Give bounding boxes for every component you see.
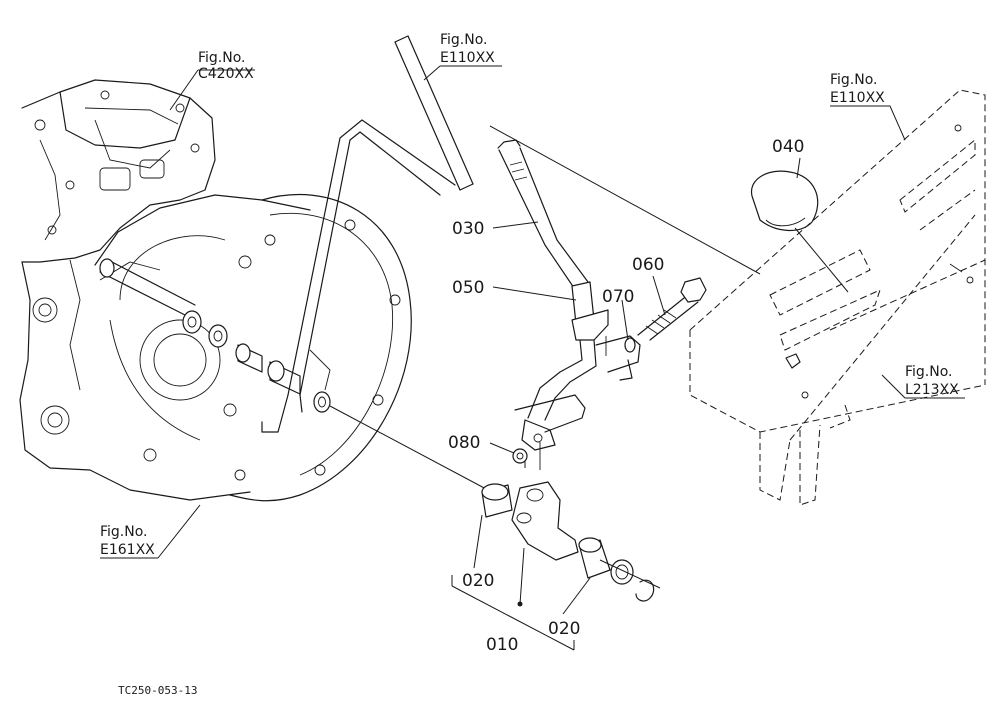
ref-e110-top-line2: E110XX	[440, 50, 495, 66]
reference-leaders	[100, 65, 965, 559]
lower-arm-assembly	[481, 442, 661, 602]
ref-e161-line1: Fig.No.	[100, 524, 148, 540]
part-050-label: 050	[452, 278, 484, 298]
part-010-label: 010	[486, 635, 518, 655]
ref-l213-line1: Fig.No.	[905, 364, 953, 380]
ref-l213-line2: L213XX	[905, 382, 959, 398]
part-080-label: 080	[448, 433, 480, 453]
ref-e110-top-line1: Fig.No.	[440, 32, 488, 48]
ref-e110-right-line1: Fig.No.	[830, 72, 878, 88]
ref-e161-line2: E161XX	[100, 542, 155, 558]
shift-lever	[489, 125, 761, 451]
part-060-label: 060	[632, 255, 664, 275]
bolt-060	[637, 277, 707, 341]
ref-c420-line1: Fig.No.	[198, 50, 246, 66]
shift-knob-040	[751, 170, 849, 293]
part-020b-label: 020	[548, 619, 580, 639]
fender-cover	[689, 89, 986, 506]
part-030-label: 030	[452, 219, 484, 239]
ref-c420-line2: C420XX	[198, 66, 254, 82]
part-070-label: 070	[602, 287, 634, 307]
part-040-label: 040	[772, 137, 804, 157]
ref-e110-right-line2: E110XX	[830, 90, 885, 106]
part-leaders	[451, 157, 801, 651]
shaft-assembly	[99, 258, 489, 491]
drawing-code: TC250-053-13	[118, 684, 197, 697]
part-020a-label: 020	[462, 571, 494, 591]
linkage-rod	[261, 35, 474, 433]
transmission-case	[19, 79, 412, 502]
washer-080	[512, 448, 528, 464]
